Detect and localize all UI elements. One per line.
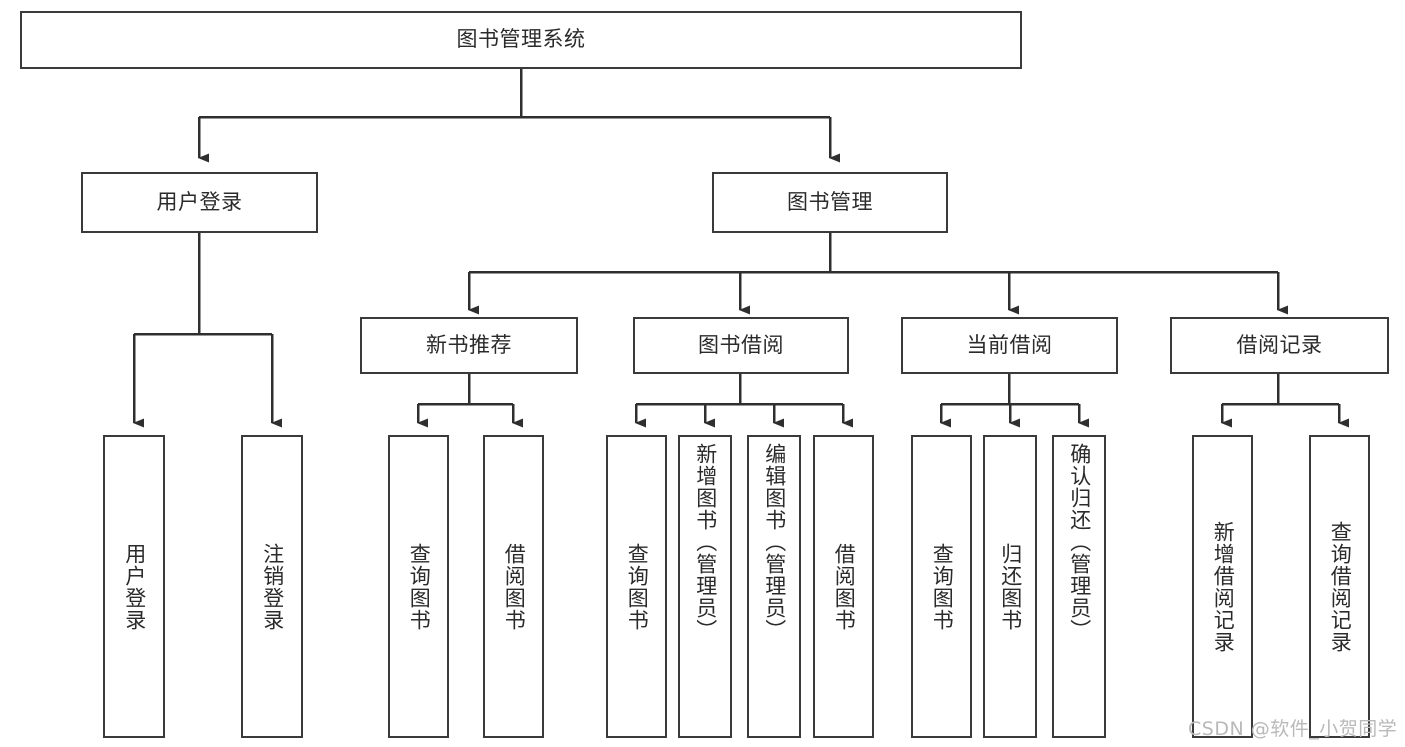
leaf-label-cb-confirm-return: 确认归还（管理员） [1067, 443, 1092, 641]
leaf-bb-edit-book[interactable]: 编辑图书（管理员） [747, 435, 801, 738]
node-user-login[interactable]: 用户登录 [81, 172, 318, 233]
node-book-manage[interactable]: 图书管理 [712, 172, 948, 233]
node-new-book-rec[interactable]: 新书推荐 [360, 317, 578, 374]
leaf-label-br-add-record: 新增借阅记录 [1211, 520, 1236, 653]
leaf-label-rec-query-book: 查询图书 [407, 542, 432, 631]
leaf-bb-query-book[interactable]: 查询图书 [606, 435, 667, 738]
node-label-current-borrow: 当前借阅 [966, 332, 1053, 357]
leaf-label-cb-return-book: 归还图书 [998, 542, 1023, 631]
node-label-user-login: 用户登录 [156, 189, 243, 214]
leaf-label-bb-edit-book: 编辑图书（管理员） [762, 443, 787, 641]
leaf-label-br-query-record: 查询借阅记录 [1328, 520, 1353, 653]
leaf-cb-confirm-return[interactable]: 确认归还（管理员） [1052, 435, 1106, 738]
node-label-book-borrow: 图书借阅 [698, 332, 784, 357]
leaf-label-user-login: 用户登录 [122, 542, 147, 631]
node-label-new-book-rec: 新书推荐 [426, 332, 512, 357]
leaf-label-cb-query-book: 查询图书 [930, 542, 955, 631]
leaf-br-query-record[interactable]: 查询借阅记录 [1309, 435, 1370, 738]
node-borrow-record[interactable]: 借阅记录 [1170, 317, 1389, 374]
leaf-br-add-record[interactable]: 新增借阅记录 [1192, 435, 1253, 738]
leaf-label-rec-borrow-book: 借阅图书 [502, 542, 527, 631]
node-current-borrow[interactable]: 当前借阅 [901, 317, 1118, 374]
leaf-label-logout: 注销登录 [260, 542, 285, 631]
leaf-label-bb-borrow-book: 借阅图书 [832, 542, 857, 631]
leaf-cb-return-book[interactable]: 归还图书 [983, 435, 1037, 738]
leaf-cb-query-book[interactable]: 查询图书 [911, 435, 972, 738]
leaf-rec-query-book[interactable]: 查询图书 [388, 435, 449, 738]
node-label-book-manage: 图书管理 [787, 189, 873, 214]
leaf-logout[interactable]: 注销登录 [241, 435, 303, 738]
leaf-label-bb-query-book: 查询图书 [625, 542, 650, 631]
node-book-borrow[interactable]: 图书借阅 [633, 317, 849, 374]
node-root-system[interactable]: 图书管理系统 [20, 11, 1022, 69]
leaf-rec-borrow-book[interactable]: 借阅图书 [483, 435, 544, 738]
node-label-borrow-record: 借阅记录 [1236, 332, 1323, 357]
leaf-bb-add-book[interactable]: 新增图书（管理员） [678, 435, 732, 738]
leaf-label-bb-add-book: 新增图书（管理员） [693, 443, 718, 641]
leaf-bb-borrow-book[interactable]: 借阅图书 [813, 435, 874, 738]
watermark-text: CSDN @软件_小贺同学 [1188, 718, 1398, 740]
leaf-user-login[interactable]: 用户登录 [103, 435, 165, 738]
node-label-root-system: 图书管理系统 [456, 27, 586, 52]
